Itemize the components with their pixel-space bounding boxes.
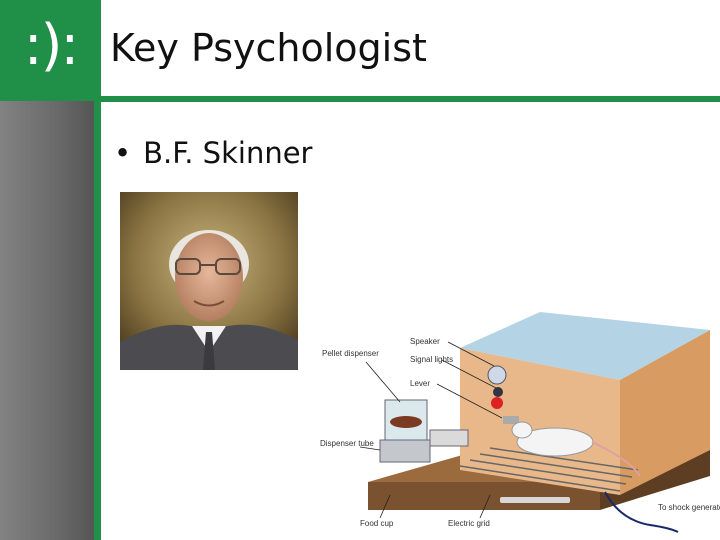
box-base-side — [600, 450, 710, 510]
logo-mark: :): — [23, 13, 80, 78]
label-electric-grid: Electric grid — [448, 519, 490, 528]
slide-title: Key Psychologist — [110, 26, 427, 70]
lever-icon — [503, 416, 519, 424]
skinner-portrait — [120, 192, 298, 370]
speaker-icon — [487, 365, 507, 385]
label-speaker: Speaker — [410, 337, 440, 346]
bullet-text: B.F. Skinner — [143, 136, 313, 170]
shock-cable — [604, 491, 679, 533]
bullet-icon: • — [114, 136, 132, 170]
label-signal-lights: Signal lights — [410, 355, 453, 364]
label-leaders — [359, 341, 503, 519]
label-pellet-dispenser: Pellet dispenser — [322, 349, 379, 358]
title-rule — [101, 96, 720, 102]
label-food-cup: Food cup — [360, 519, 394, 528]
signal-light-icon — [493, 387, 503, 397]
box-lid — [460, 312, 710, 380]
box-right-wall — [620, 330, 710, 495]
sidebar-gray-bar — [0, 101, 94, 540]
label-dispenser-tube: Dispenser tube — [320, 439, 374, 448]
sidebar-green-stripe — [94, 101, 101, 540]
label-to-shock-generator: To shock generator — [658, 503, 720, 512]
logo-block: :): — [0, 0, 101, 101]
drawer-handle — [500, 497, 570, 503]
skinner-box-diagram: Speaker Signal lights Lever Pellet dispe… — [320, 312, 720, 533]
box-back-wall — [460, 348, 620, 495]
label-lever: Lever — [410, 379, 430, 388]
signal-light-red-icon — [491, 397, 503, 409]
electric-grid — [459, 447, 639, 492]
food-cup — [429, 429, 469, 447]
bullet-item: • B.F. Skinner — [114, 136, 312, 170]
